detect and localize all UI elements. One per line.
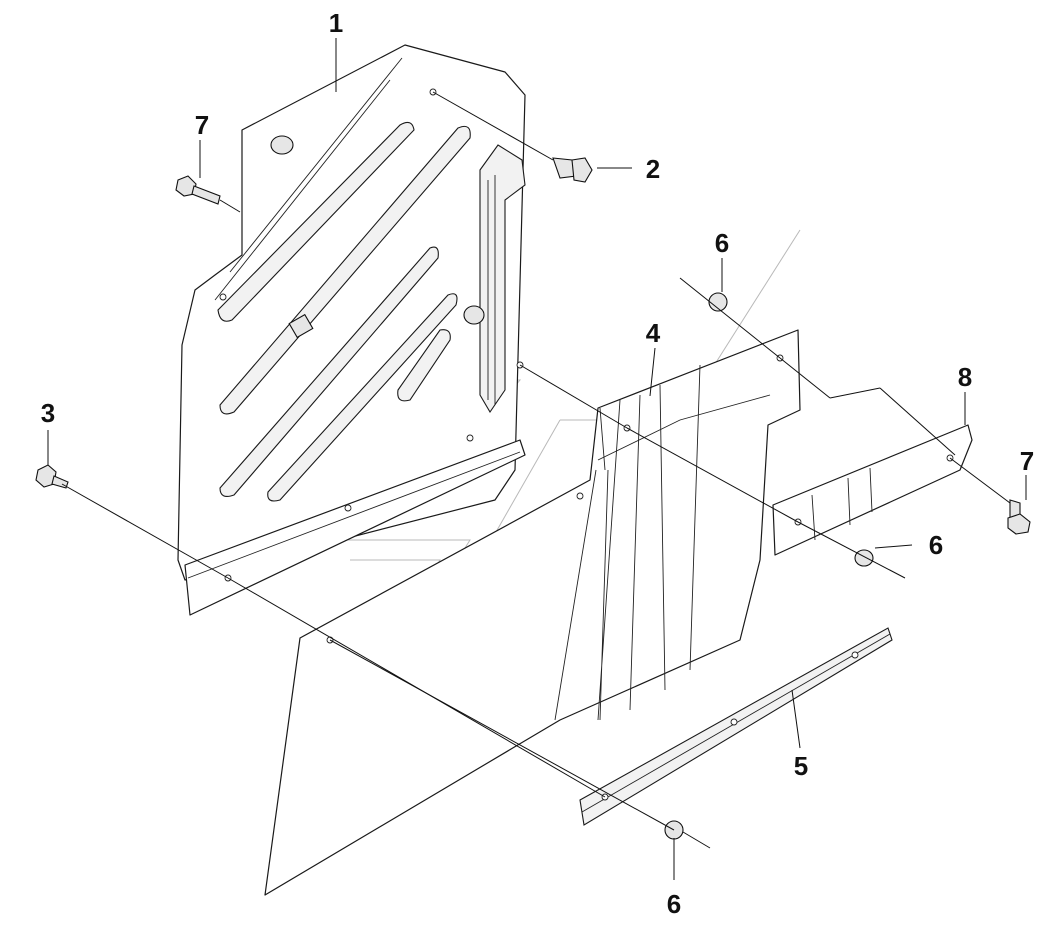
part-4-mud-flap bbox=[264, 329, 801, 896]
bolt-7-left bbox=[175, 175, 221, 205]
callout-8: 8 bbox=[958, 362, 972, 392]
callout-3: 3 bbox=[41, 398, 55, 428]
callout-5: 5 bbox=[794, 751, 808, 781]
callout-6-bottom: 6 bbox=[667, 889, 681, 919]
part-1-mud-flap-bracket bbox=[177, 44, 526, 616]
callout-6-top: 6 bbox=[715, 228, 729, 258]
nut-6 bbox=[664, 292, 874, 840]
callout-labels: 1 2 3 4 5 6 6 6 7 7 8 bbox=[41, 8, 1034, 919]
callout-7-left: 7 bbox=[195, 110, 209, 140]
part-5-retaining-strip bbox=[579, 627, 893, 826]
callout-6-right: 6 bbox=[929, 530, 943, 560]
callout-2: 2 bbox=[646, 154, 660, 184]
callout-1: 1 bbox=[329, 8, 343, 38]
callout-4: 4 bbox=[646, 318, 661, 348]
bolt-2 bbox=[552, 157, 593, 183]
part-8-bracket-plate bbox=[772, 424, 973, 556]
leader-lines bbox=[47, 38, 1027, 880]
callout-7-right: 7 bbox=[1020, 446, 1034, 476]
bolt-7-right bbox=[1007, 499, 1031, 535]
